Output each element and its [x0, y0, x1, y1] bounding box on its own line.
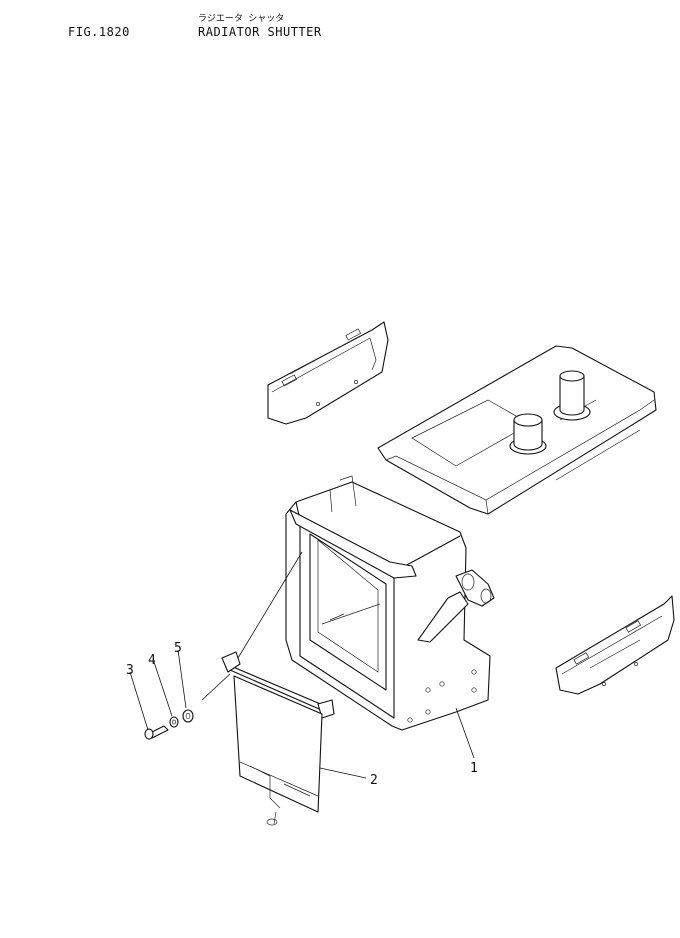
shutter-curtain	[201, 551, 335, 826]
hood-cover	[377, 345, 657, 515]
callout-5: 5	[174, 641, 182, 656]
radiator-frame	[285, 475, 495, 731]
callout-2: 2	[370, 773, 378, 788]
leader-1	[455, 707, 475, 759]
leader-2	[319, 767, 367, 779]
side-cover-left	[267, 321, 389, 425]
leader-5	[177, 649, 187, 709]
callout-4: 4	[148, 653, 156, 668]
leader-3	[129, 671, 149, 731]
callout-3: 3	[126, 663, 134, 678]
title-japanese: ラジエータ シャッタ	[198, 14, 285, 24]
callout-1: 1	[470, 761, 478, 776]
leader-4	[153, 661, 173, 717]
side-cover-right	[555, 595, 675, 695]
fastener-set	[144, 709, 194, 740]
figure-number: FIG.1820	[68, 25, 130, 39]
title-english: RADIATOR SHUTTER	[198, 25, 322, 39]
